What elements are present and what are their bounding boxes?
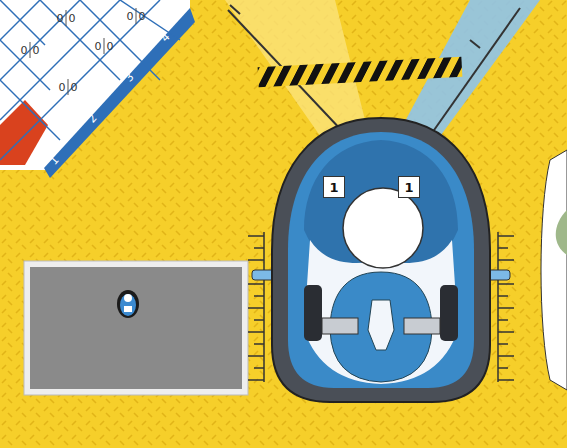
tile-digit: 0	[95, 41, 102, 52]
tile-digit: 0	[127, 11, 134, 22]
grid-index: 4	[159, 31, 172, 44]
tile-digit: 0	[57, 13, 64, 24]
hazard-stripe	[258, 57, 463, 88]
tile-digit: 0	[69, 13, 76, 24]
robot	[252, 118, 510, 402]
box-number: 1	[329, 181, 338, 194]
tile-digit: 0	[71, 82, 78, 93]
grid-index: 2	[86, 112, 99, 125]
tile-digit: 0	[33, 45, 40, 56]
number-box: 1	[323, 176, 345, 198]
number-box: 1	[398, 176, 420, 198]
screen-panel	[24, 261, 248, 395]
grid-index: 1	[48, 154, 61, 167]
edge-figure	[556, 210, 567, 255]
box-number: 1	[404, 181, 413, 194]
tile-digit: 0	[139, 11, 146, 22]
edge-figure	[541, 150, 567, 390]
tile-digit: 0	[21, 45, 28, 56]
grid-index: 3	[123, 71, 136, 84]
tile-digit: 0	[59, 82, 66, 93]
tile-digit: 0	[107, 41, 114, 52]
grid-board	[0, 0, 195, 178]
